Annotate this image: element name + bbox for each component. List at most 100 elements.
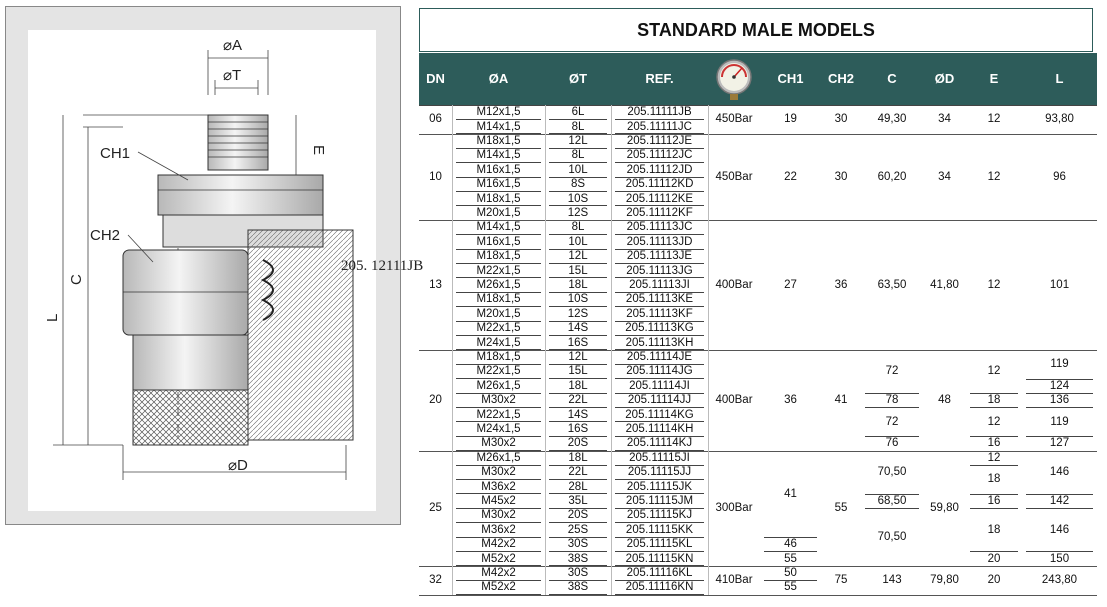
row-divider [549, 579, 607, 581]
row-divider [549, 378, 607, 380]
row-divider [456, 262, 541, 264]
cell-ref: 205.11113KH [625, 336, 694, 349]
cell-thread: M22x1,5 [476, 365, 521, 378]
cell-tube: 30S [567, 567, 589, 579]
row-divider [615, 406, 704, 408]
span-divider [764, 551, 817, 553]
row-divider [456, 248, 541, 250]
cell-c: 70,50 [877, 531, 907, 543]
cell-ch2: 55 [834, 502, 848, 515]
group-divider [419, 594, 1097, 596]
col-ch2: CH2 [827, 71, 854, 86]
cell-tube: 20S [567, 437, 589, 450]
row-divider [549, 507, 607, 509]
row-divider [549, 363, 607, 365]
cell-ref: 205.11114JG [626, 365, 693, 378]
cell-ch2: 30 [834, 171, 848, 183]
row-divider [456, 579, 541, 581]
cell-tube: 14S [567, 408, 589, 421]
cell-e: 12 [987, 415, 1001, 428]
row-divider [615, 147, 704, 149]
cell-tube: 35L [568, 495, 588, 507]
span-divider [865, 436, 919, 438]
cell-pressure: 450Bar [715, 113, 753, 126]
cell-pressure: 400Bar [715, 279, 753, 291]
page-title-text: STANDARD MALE MODELS [637, 19, 875, 40]
col-dn: DN [426, 71, 445, 86]
cell-thread: M18x1,5 [476, 250, 521, 263]
cell-thread: M52x2 [481, 552, 516, 565]
span-divider [865, 393, 919, 394]
cell-ref: 205.11111JB [627, 106, 692, 119]
cell-ref: 205.11115KK [625, 523, 694, 536]
col-d: ØD [934, 71, 955, 86]
col-e: E [989, 71, 999, 86]
row-divider [456, 421, 541, 423]
cell-l: 127 [1049, 437, 1070, 450]
row-divider [456, 378, 541, 380]
cell-ch2: 30 [834, 113, 848, 126]
label-ch1: CH1 [100, 145, 130, 162]
row-divider [549, 536, 607, 538]
cell-ref: 205.11114JJ [627, 394, 692, 407]
span-divider [764, 580, 817, 582]
row-divider [615, 306, 704, 308]
cell-ref: 205.11115JI [629, 451, 690, 464]
row-divider [456, 522, 541, 524]
cell-tube: 8L [571, 221, 585, 234]
ch1-hex [157, 174, 324, 216]
label-a: ⌀A [223, 37, 242, 54]
cell-tube: 38S [567, 552, 589, 565]
row-divider [456, 435, 541, 437]
row-divider [456, 334, 541, 336]
row-divider [615, 262, 704, 264]
span-divider [1026, 393, 1093, 394]
row-divider [615, 478, 704, 480]
cell-thread: M12x1,5 [476, 106, 521, 119]
cell-e: 12 [987, 113, 1001, 126]
cell-thread: M30x2 [481, 437, 516, 450]
cell-ref: 205.11115JM [625, 495, 694, 507]
cell-tube: 10L [568, 163, 588, 176]
cell-thread: M45x2 [481, 495, 516, 507]
row-divider [456, 147, 541, 149]
row-divider [549, 334, 607, 336]
cell-dn: 25 [429, 502, 442, 515]
cell-ref: 205.11112JE [626, 135, 693, 147]
cell-d: 79,80 [930, 574, 959, 587]
cell-thread: M18x1,5 [476, 192, 521, 205]
cell-tube: 8L [571, 120, 585, 133]
span-divider [970, 493, 1018, 495]
col-c: C [887, 71, 897, 86]
cell-tube: 12L [568, 250, 588, 263]
cell-dn: 06 [429, 113, 442, 126]
row-divider [615, 493, 704, 495]
cell-ch2: 36 [834, 279, 848, 291]
cell-thread: M36x2 [481, 480, 516, 493]
column-divider [611, 105, 612, 595]
cell-tube: 10S [567, 293, 589, 306]
span-divider [970, 465, 1018, 466]
row-divider [615, 392, 704, 394]
span-divider [1026, 436, 1093, 438]
cell-ch1: 19 [784, 113, 797, 126]
row-divider [456, 392, 541, 394]
row-divider [615, 320, 704, 322]
drawing-frame: ⌀A ⌀T E CH1 CH2 L C ⌀D [5, 6, 401, 525]
row-divider [615, 363, 704, 365]
cell-ref: 205.11112KF [626, 207, 693, 219]
label-t: ⌀T [223, 67, 241, 84]
cell-e: 12 [987, 279, 1001, 291]
cell-ref: 205.11115KN [625, 552, 694, 565]
row-divider [615, 507, 704, 509]
cell-thread: M18x1,5 [476, 135, 521, 147]
table-top-border [419, 105, 1097, 106]
row-divider [615, 378, 704, 380]
cell-thread: M42x2 [481, 567, 516, 579]
cell-c: 72 [885, 365, 899, 378]
cell-thread: M18x1,5 [476, 293, 521, 306]
cell-l: 243,80 [1041, 574, 1078, 587]
span-divider [1026, 407, 1093, 409]
cell-ref: 205.11112KD [625, 178, 694, 191]
cell-ref: 205.11113KE [625, 293, 694, 306]
